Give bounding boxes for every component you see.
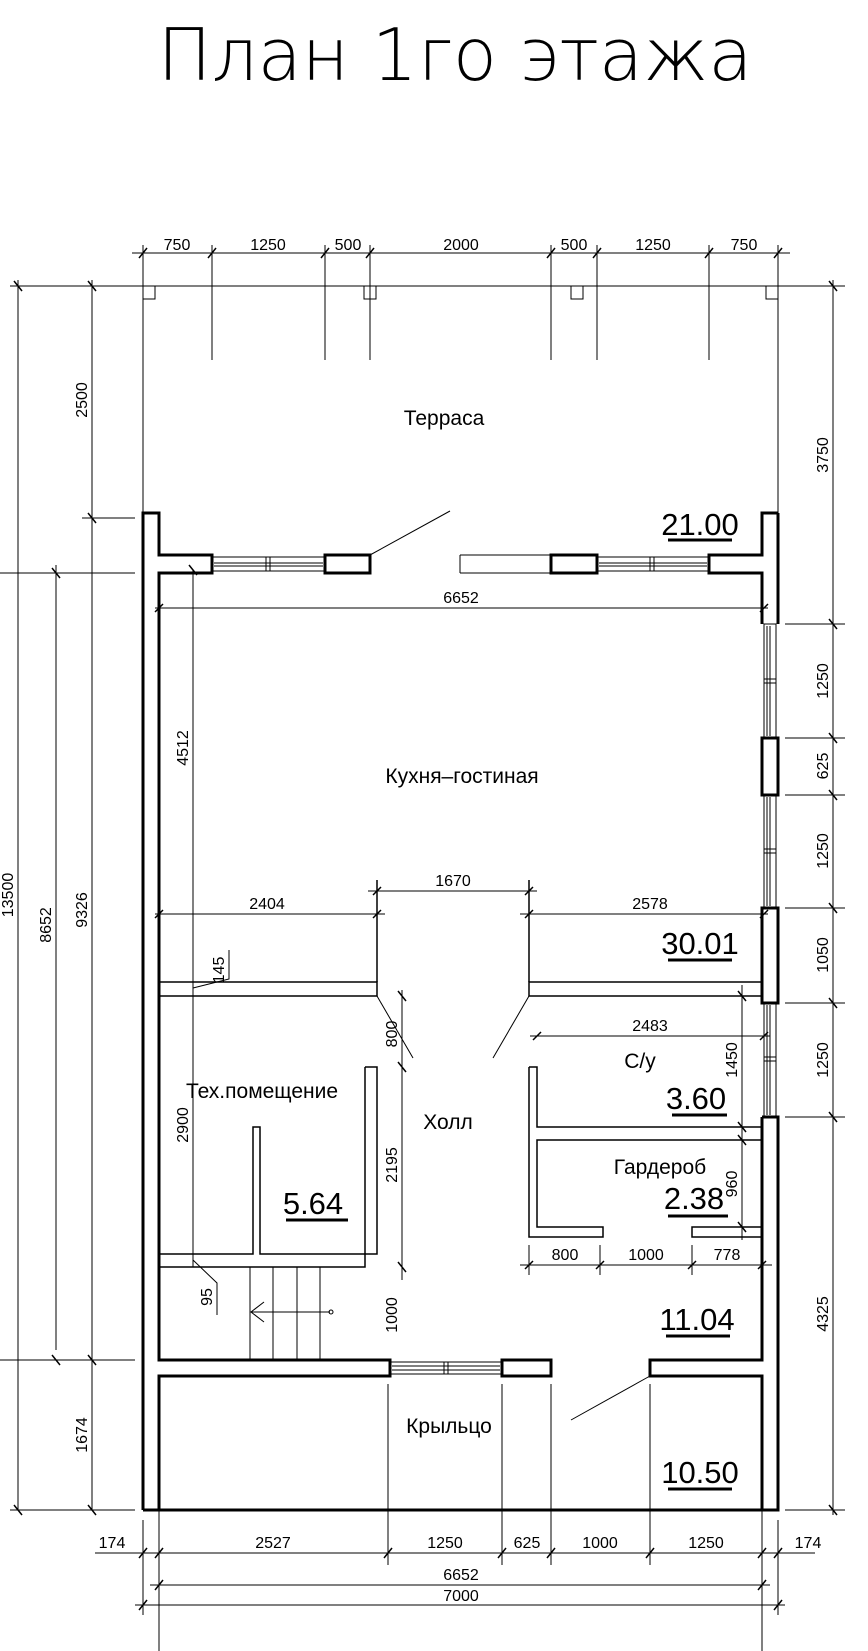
column-post bbox=[765, 285, 779, 300]
dim-total-length: 13500 bbox=[0, 873, 17, 918]
room-name-kitchen-living: Кухня–гостиная bbox=[385, 765, 538, 788]
dim-kitchen-width: 6652 bbox=[443, 590, 479, 607]
dim-wall-145: 145 bbox=[211, 957, 228, 984]
dim-right-6: 1250 bbox=[815, 1042, 832, 1078]
dim-wardrobe-778: 778 bbox=[714, 1247, 741, 1264]
dim-right-partition: 2578 bbox=[632, 896, 668, 913]
dim-bottom-6: 1250 bbox=[688, 1535, 724, 1552]
dim-right-2: 1250 bbox=[815, 663, 832, 699]
room-name-hall: Холл bbox=[423, 1111, 473, 1134]
dim-kitchen-depth: 4512 bbox=[175, 730, 192, 766]
room-area-terrace: 21.00 bbox=[661, 507, 739, 542]
column-post bbox=[142, 285, 156, 300]
room-area-wardrobe: 2.38 bbox=[664, 1181, 724, 1216]
dim-terrace-depth: 2500 bbox=[74, 382, 91, 418]
dim-top-6: 1250 bbox=[635, 237, 671, 254]
dim-bottom-1: 174 bbox=[99, 1535, 126, 1552]
room-area-tech: 5.64 bbox=[283, 1186, 343, 1221]
dim-wardrobe-800: 800 bbox=[552, 1247, 579, 1264]
dim-porch-depth: 1674 bbox=[74, 1417, 91, 1453]
bottom-dimension-chain: 174 2527 1250 625 1000 1250 174 6652 700… bbox=[95, 1510, 821, 1651]
dim-bottom-2: 2527 bbox=[255, 1535, 291, 1552]
room-name-bathroom: С/у bbox=[624, 1050, 656, 1073]
room-area-bathroom: 3.60 bbox=[666, 1081, 726, 1116]
dim-bottom-5: 1000 bbox=[582, 1535, 618, 1552]
dim-top-4: 2000 bbox=[443, 237, 479, 254]
dim-wardrobe-depth: 960 bbox=[724, 1171, 741, 1198]
dim-house-length-a: 8652 bbox=[38, 907, 55, 943]
dim-hall-2195: 2195 bbox=[384, 1147, 401, 1183]
plan-title: План 1го этажа bbox=[157, 13, 752, 97]
room-name-wardrobe: Гардероб bbox=[614, 1156, 706, 1179]
dim-wall-95: 95 bbox=[199, 1288, 216, 1306]
dim-door-800: 800 bbox=[384, 1021, 401, 1048]
dim-bath-width: 2483 bbox=[632, 1018, 668, 1035]
top-dimension-chain: 750 1250 500 2000 500 1250 750 bbox=[132, 237, 790, 520]
dim-bottom-3: 1250 bbox=[427, 1535, 463, 1552]
dim-bottom-inner-total: 6652 bbox=[443, 1567, 479, 1584]
door-swings bbox=[369, 510, 651, 1421]
left-dimension-chain: 2500 13500 8652 9326 1674 bbox=[0, 280, 135, 1516]
dim-wardrobe-1000: 1000 bbox=[628, 1247, 664, 1264]
room-area-kitchen-living: 30.01 bbox=[661, 926, 739, 961]
dim-right-1: 3750 bbox=[815, 437, 832, 473]
windows bbox=[211, 556, 777, 1375]
dim-top-3: 500 bbox=[335, 237, 362, 254]
dim-bottom-7: 174 bbox=[795, 1535, 822, 1552]
dim-right-5: 1050 bbox=[815, 937, 832, 973]
dim-top-5: 500 bbox=[561, 237, 588, 254]
porch-lines bbox=[387, 1384, 651, 1510]
dim-right-7: 4325 bbox=[815, 1296, 832, 1332]
column-post bbox=[570, 285, 584, 300]
room-name-terrace: Терраса bbox=[404, 407, 485, 430]
stairs bbox=[249, 1267, 334, 1360]
dim-left-partition: 2404 bbox=[249, 896, 285, 913]
dim-stair-1000: 1000 bbox=[384, 1297, 401, 1333]
dim-top-7: 750 bbox=[731, 237, 758, 254]
dim-house-length-b: 9326 bbox=[74, 892, 91, 928]
room-area-hall: 11.04 bbox=[659, 1302, 734, 1337]
dim-top-1: 750 bbox=[164, 237, 191, 254]
interior-dimensions: 6652 4512 2404 1670 2578 145 800 2195 10… bbox=[154, 564, 772, 1333]
dim-top-2: 1250 bbox=[250, 237, 286, 254]
room-area-porch: 10.50 bbox=[661, 1455, 739, 1490]
dim-tech-depth: 2900 bbox=[175, 1107, 192, 1143]
right-dimension-chain: 3750 1250 625 1250 1050 1250 4325 bbox=[785, 280, 845, 1516]
room-labels: Терраса 21.00 Кухня–гостиная 30.01 Тех.п… bbox=[186, 407, 739, 1491]
dim-opening: 1670 bbox=[435, 873, 471, 890]
dim-bath-depth: 1450 bbox=[724, 1042, 741, 1078]
room-name-tech: Тех.помещение bbox=[186, 1080, 338, 1103]
dim-bottom-4: 625 bbox=[514, 1535, 541, 1552]
column-post bbox=[363, 285, 377, 300]
dim-right-3: 625 bbox=[815, 753, 832, 780]
walls bbox=[141, 286, 780, 1512]
room-name-porch: Крыльцо bbox=[406, 1415, 492, 1438]
dim-right-4: 1250 bbox=[815, 833, 832, 869]
dim-bottom-outer-total: 7000 bbox=[443, 1588, 479, 1605]
